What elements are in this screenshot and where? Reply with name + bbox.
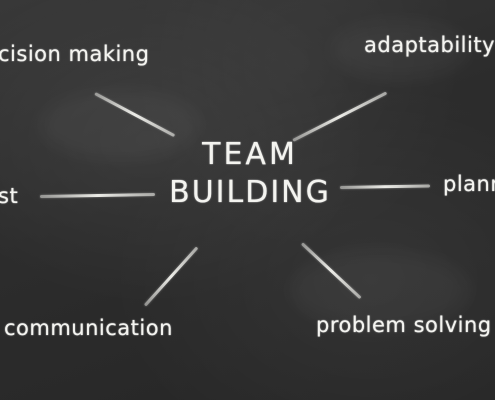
label-communication: communication [4, 316, 173, 340]
center-title: TEAM BUILDING [150, 136, 350, 212]
label-trust: st [0, 184, 19, 208]
label-decision-making: cision making [0, 42, 150, 66]
center-title-line-1: TEAM [202, 137, 298, 172]
ray-left [39, 192, 156, 198]
label-planning: plann [443, 172, 495, 196]
ray-top-right [292, 91, 388, 142]
ray-right [339, 184, 431, 189]
label-problem-solving: problem solving [316, 313, 492, 337]
center-title-line-2: BUILDING [169, 175, 331, 210]
ray-bottom-left [143, 246, 199, 307]
label-adaptability: adaptability [364, 33, 495, 57]
